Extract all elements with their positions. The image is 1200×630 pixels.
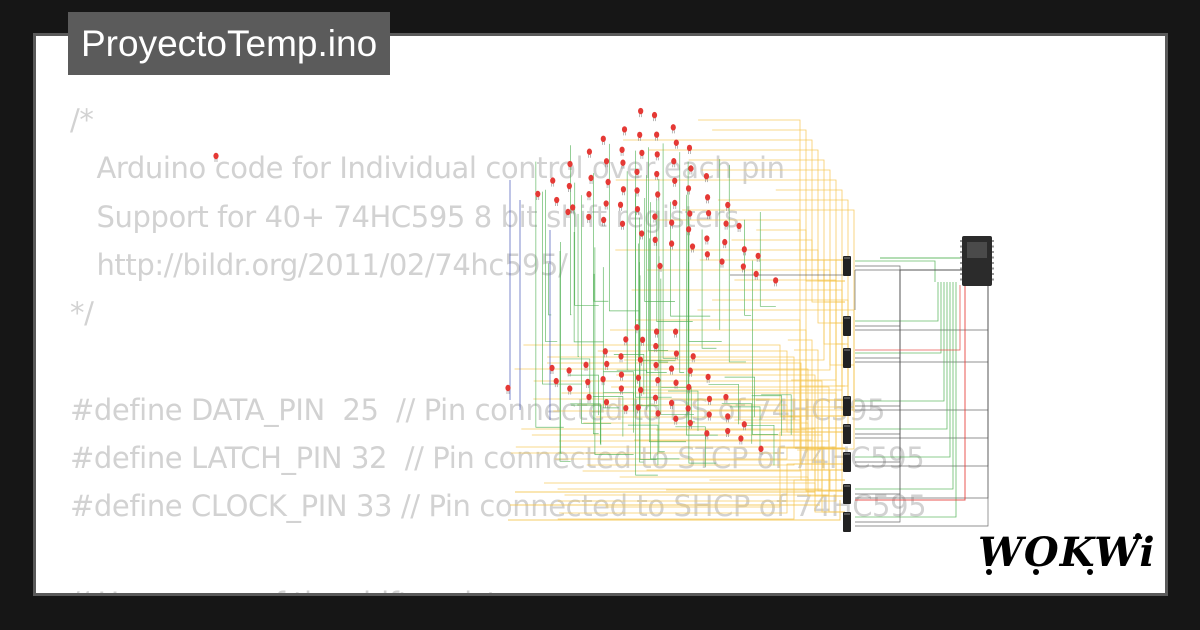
code-line: #define LATCH_PIN 32 // Pin connected to… (70, 441, 925, 476)
logo-dot-icon (1135, 533, 1141, 539)
code-line (70, 337, 926, 385)
wokwi-logo: WOKWi (978, 529, 1153, 576)
logo-dot-icon (1033, 569, 1039, 575)
code-line: // How many of the shift registers (70, 579, 926, 593)
code-line: /* (70, 103, 94, 137)
project-title: ProyectoTemp.ino (68, 12, 391, 75)
code-line: #define CLOCK_PIN 33 // Pin connected to… (70, 489, 927, 524)
code-line: #define DATA_PIN 25 // Pin connected to … (70, 392, 886, 427)
code-line (70, 531, 926, 579)
code-line: http://bildr.org/2011/02/74hc595/ (70, 247, 568, 282)
code-line: Support for 40+ 74HC595 8 bit shift regi… (70, 199, 739, 234)
code-preview-card: /* Arduino code for Individual control o… (33, 33, 1168, 596)
code-line: */ (70, 296, 94, 331)
code-line: Arduino code for Individual control over… (70, 151, 785, 186)
logo-dot-icon (1087, 569, 1093, 575)
wokwi-logo-text: WOKWi (978, 529, 1153, 576)
logo-dot-icon (986, 569, 992, 575)
code-editor: /* Arduino code for Individual control o… (70, 96, 927, 593)
